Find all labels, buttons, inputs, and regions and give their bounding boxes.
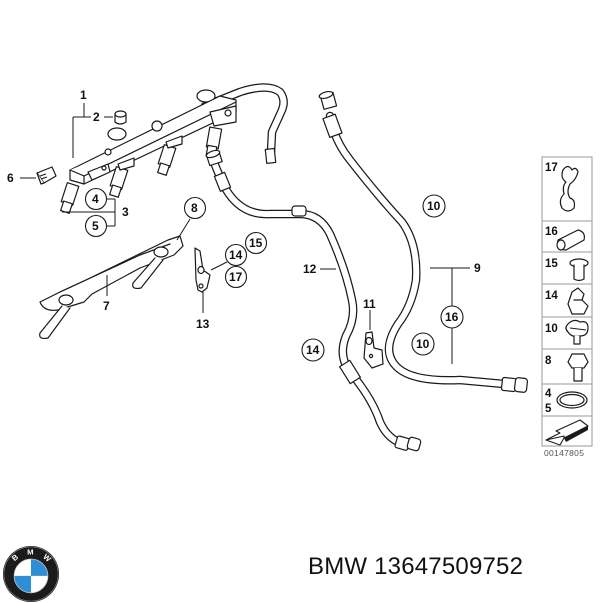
- callout-17: 17: [229, 270, 243, 284]
- legend-label-10: 10: [545, 323, 558, 335]
- callout-6: 6: [7, 171, 14, 185]
- o-ring-icon: [556, 391, 588, 409]
- bmw-logo-letter-m: M: [27, 548, 33, 557]
- fuel-line-part-12: [205, 149, 422, 452]
- bmw-logo-letter-w: W: [41, 552, 53, 564]
- callout-15: 15: [249, 236, 263, 250]
- part-title: BMW 13647509752: [308, 553, 524, 580]
- callout-14-b: 14: [306, 343, 320, 357]
- callout-2: 2: [93, 110, 100, 124]
- bracket-part-7: [39, 235, 184, 340]
- bmw-logo-letter-b: B: [10, 552, 20, 563]
- legend-label-4: 4: [545, 388, 552, 400]
- callout-16: 16: [445, 310, 459, 324]
- legend-label-16: 16: [545, 226, 558, 238]
- fuel-rail: [60, 83, 288, 214]
- hose-clip-icon: [559, 165, 579, 212]
- callout-11: 11: [363, 297, 376, 311]
- direction-arrow-icon: [545, 419, 589, 446]
- hex-bolt-icon: [567, 353, 589, 382]
- parts-diagram: 1 2 6 3 4 5 8 7 15 14 17 13 12 10 9 16 1…: [7, 83, 593, 458]
- callout-5: 5: [92, 219, 99, 233]
- callout-9: 9: [474, 261, 481, 275]
- callout-4: 4: [92, 192, 99, 206]
- callout-7: 7: [103, 299, 110, 313]
- drawing-number: 00147805: [544, 448, 584, 458]
- expanding-rivet-icon: [569, 258, 589, 282]
- callouts: 1 2 6 3 4 5 8 7 15 14 17 13 12 10 9 16 1…: [7, 88, 481, 362]
- parts-legend: 17 16 15 14 10: [541, 156, 593, 458]
- holder-part-13: [194, 247, 211, 293]
- callout-14-a: 14: [229, 248, 243, 262]
- callout-8: 8: [191, 201, 198, 215]
- legend-label-17: 17: [545, 162, 558, 174]
- legend-label-14: 14: [545, 290, 558, 302]
- legend-label-15: 15: [545, 258, 558, 270]
- cap-part-2: [114, 110, 127, 125]
- bracket-part-11: [363, 331, 384, 369]
- callout-3: 3: [122, 205, 129, 219]
- leader-lines: [20, 103, 470, 364]
- cable-holder-icon: [567, 287, 589, 315]
- fuel-line-part-9: [318, 90, 529, 393]
- sleeve-icon: [556, 229, 585, 251]
- legend-label-5: 5: [545, 403, 552, 415]
- legend-label-8: 8: [545, 355, 552, 367]
- clip-icon: [565, 319, 589, 345]
- callout-12: 12: [303, 262, 317, 276]
- callout-10-b: 10: [416, 337, 430, 351]
- callout-13: 13: [196, 317, 210, 331]
- clip-part-6: [36, 166, 57, 185]
- bmw-logo: B M W: [2, 545, 60, 603]
- callout-1: 1: [80, 88, 87, 102]
- callout-10-a: 10: [427, 199, 441, 213]
